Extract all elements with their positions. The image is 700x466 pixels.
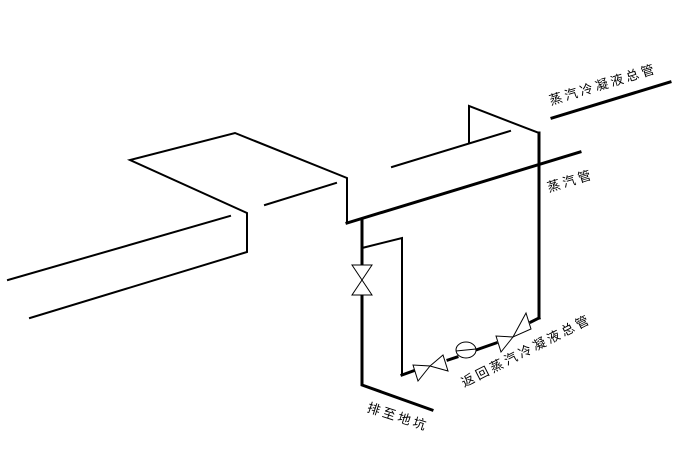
drain-riser	[360, 217, 434, 412]
gate-valve-return-1	[412, 354, 449, 383]
return-line	[400, 315, 542, 377]
left-duct-outline	[6, 131, 348, 320]
steam-trap	[455, 341, 477, 359]
condensate-main-pipe	[550, 80, 672, 120]
inner-branch	[360, 236, 403, 376]
gate-valve-vertical	[351, 264, 373, 296]
upper-branch	[390, 104, 541, 169]
gate-valve-return-2	[495, 311, 532, 354]
steam-pipe	[345, 150, 582, 225]
